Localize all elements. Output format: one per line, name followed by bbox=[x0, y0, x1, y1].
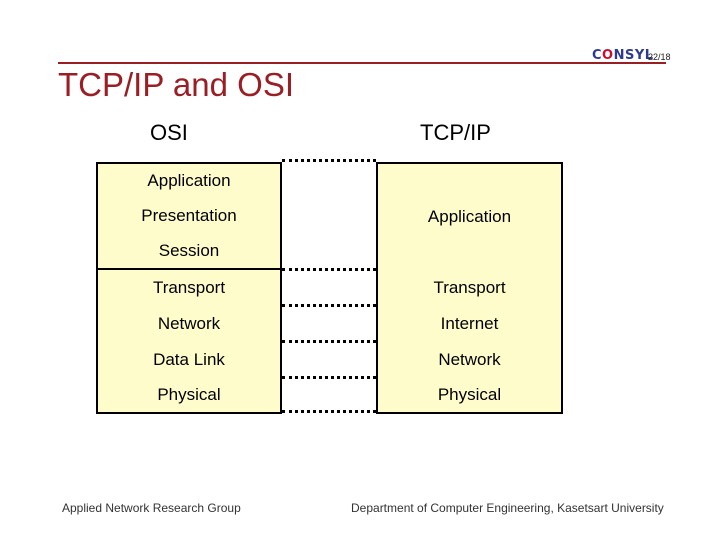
mapping-line-internet bbox=[282, 340, 376, 343]
osi-layer-presentation: Presentation bbox=[96, 198, 282, 234]
mapping-line-transport bbox=[282, 304, 376, 307]
mapping-line-application bbox=[282, 268, 376, 271]
tcpip-column-heading: TCP/IP bbox=[420, 120, 491, 145]
osi-layer-physical: Physical bbox=[96, 378, 282, 414]
tcpip-layer-physical: Physical bbox=[376, 378, 563, 414]
mapping-line-bottom bbox=[282, 410, 376, 413]
osi-layer-transport: Transport bbox=[96, 270, 282, 308]
osi-column-heading: OSI bbox=[150, 120, 188, 145]
slide-number: 22/18 bbox=[648, 52, 671, 62]
mapping-line-network bbox=[282, 376, 376, 379]
tcpip-layer-network: Network bbox=[376, 342, 563, 380]
consyl-logo: CONSYL bbox=[592, 47, 654, 63]
osi-layer-session: Session bbox=[96, 234, 282, 270]
mapping-line-top bbox=[282, 159, 376, 162]
title-rule bbox=[58, 62, 666, 64]
osi-layer-data-link: Data Link bbox=[96, 342, 282, 380]
osi-layer-application: Application bbox=[96, 162, 282, 198]
footer-left: Applied Network Research Group bbox=[62, 501, 241, 515]
slide-title: TCP/IP and OSI bbox=[58, 66, 294, 103]
osi-layer-network: Network bbox=[96, 306, 282, 344]
footer-right: Department of Computer Engineering, Kase… bbox=[351, 501, 664, 515]
tcpip-layer-application: Application bbox=[376, 162, 563, 272]
tcpip-layer-internet: Internet bbox=[376, 306, 563, 344]
tcpip-layer-transport: Transport bbox=[376, 270, 563, 308]
